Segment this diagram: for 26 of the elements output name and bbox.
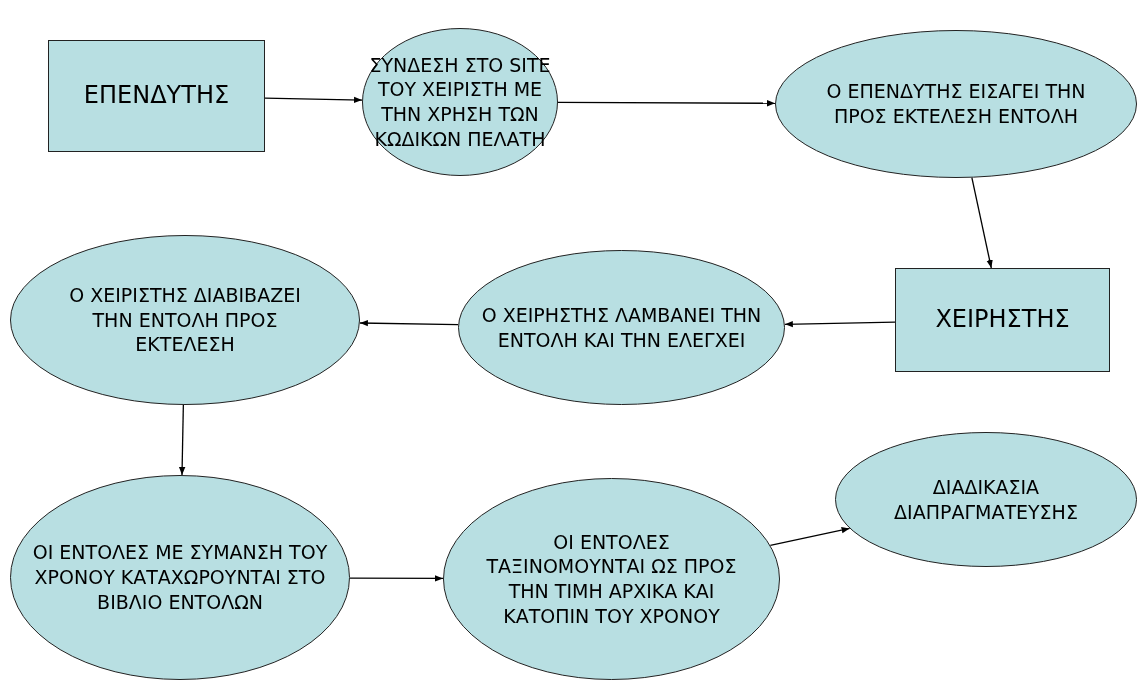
node-label: ΧΕΙΡΗΣΤΗΣ (935, 304, 1070, 336)
arrow (359, 319, 459, 327)
node-label: ΣΥΝΔΕΣΗ ΣΤΟ SITE ΤΟΥ ΧΕΙΡΙΣΤΗ ΜΕ ΤΗΝ ΧΡΗΣΗ ΤΩΝ ΚΩΔΙΚΩΝ ΠΕΛΑΤΗ (368, 52, 552, 152)
process-ellipse (775, 30, 1137, 178)
node-label: ΕΠΕΝΔΥΤΗΣ (83, 80, 230, 112)
process-box (48, 40, 265, 152)
arrow (178, 404, 186, 476)
node-label: Ο ΧΕΙΡΗΣΤΗΣ ΛΑΜΒΑΝΕΙ ΤΗΝ ΕΝΤΟΛΗ ΚΑΙ ΤΗΝ ΕΛΕΓΧΕΙ (480, 302, 763, 353)
node-label: ΟΙ ΕΝΤΟΛΕΣ ΜΕ ΣΥΜΑΝΣΗ ΤΟΥ ΧΡΟΝΟΥ ΚΑΤΑΧΩΡΟΥΝΤΑΙ ΣΤΟ ΒΙΒΛΙΟ ΕΝΤΟΛΩΝ (31, 540, 329, 615)
process-ellipse (362, 28, 558, 176)
node-label: ΔΙΑΔΙΚΑΣΙΑ ΔΙΑΠΡΑΓΜΑΤΕΥΣΗΣ (893, 474, 1079, 525)
arrow (769, 527, 851, 546)
process-ellipse (10, 235, 360, 405)
node-label: Ο ΧΕΙΡΙΣΤΗΣ ΔΙΑΒΙΒΑΖΕΙ ΤΗΝ ΕΝΤΟΛΗ ΠΡΟΣ ΕΚΤΕΛΕΣΗ (68, 282, 302, 358)
node-label: ΟΙ ΕΝΤΟΛΕΣ ΤΑΞΙΝΟΜΟΥΝΤΑΙ ΩΣ ΠΡΟΣ ΤΗΝ ΤΙΜΗ ΑΡΧΙΚΑ ΚΑΙ ΚΑΤΟΠΙΝ ΤΟΥ ΧΡΟΝΟΥ (485, 529, 738, 629)
process-box (895, 268, 1110, 372)
node-label: Ο ΕΠΕΝΔΥΤΗΣ ΕΙΣΑΓΕΙ ΤΗΝ ΠΡΟΣ ΕΚΤΕΛΕΣΗ ΕΝΤΟΛΗ (825, 79, 1087, 129)
process-ellipse (458, 250, 785, 405)
process-ellipse (835, 432, 1137, 567)
process-ellipse (10, 475, 350, 680)
process-ellipse (443, 478, 780, 680)
arrow (784, 320, 896, 328)
arrow (971, 177, 993, 269)
arrow (557, 100, 776, 107)
arrow (349, 575, 444, 582)
arrow (264, 96, 363, 104)
